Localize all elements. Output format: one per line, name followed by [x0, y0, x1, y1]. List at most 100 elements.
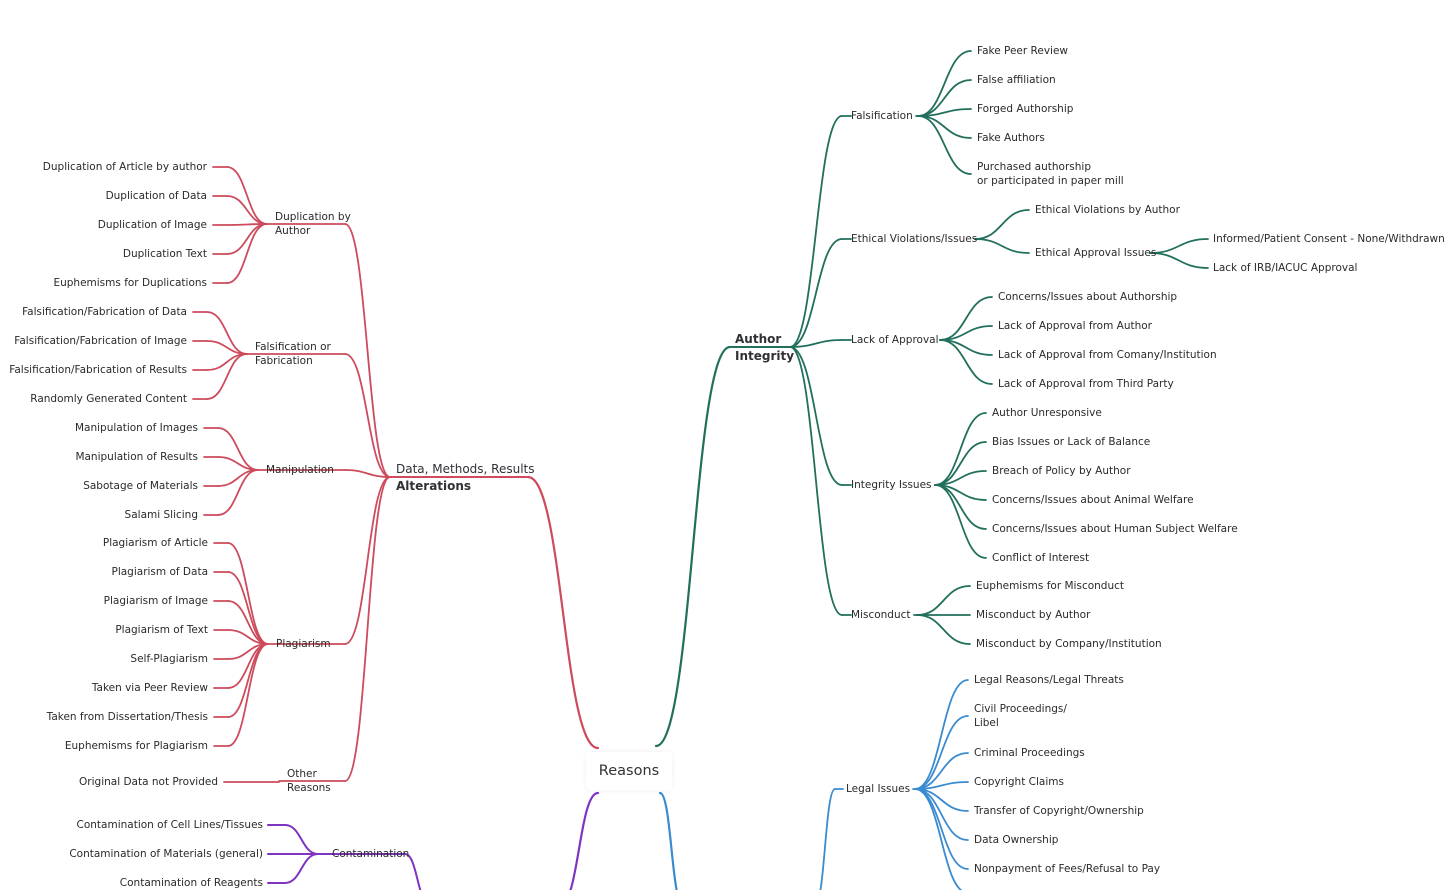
leaf-falsification-fabrication-of-results[interactable]: Falsification/Fabrication of Results	[9, 363, 187, 378]
leaf-taken-via-peer-review[interactable]: Taken via Peer Review	[92, 681, 208, 696]
link-contamination	[404, 853, 422, 890]
group-misconduct[interactable]: Misconduct	[851, 608, 911, 623]
group-contamination[interactable]: Contamination	[332, 847, 409, 862]
link-leaf	[914, 679, 969, 790]
leaf-transfer-of-copyright-ownership-line-1: Transfer of Copyright/Ownership	[974, 804, 1144, 817]
leaf-civil-proceedings-libel[interactable]: Civil Proceedings/Libel	[974, 702, 1067, 731]
leaf-euphemisms-for-misconduct-line-1: Euphemisms for Misconduct	[976, 579, 1125, 592]
leaf-lack-of-approval-from-author-line-1: Lack of Approval from Author	[998, 319, 1152, 332]
leaf-lack-of-approval-from-author[interactable]: Lack of Approval from Author	[998, 319, 1152, 334]
leaf-fake-peer-review[interactable]: Fake Peer Review	[977, 44, 1068, 59]
leaf-euphemisms-for-plagiarism[interactable]: Euphemisms for Plagiarism	[65, 739, 208, 754]
link-leaf	[284, 853, 319, 884]
leaf-fake-authors[interactable]: Fake Authors	[977, 131, 1045, 146]
leaf-contamination-of-reagents[interactable]: Contamination of Reagents	[120, 876, 263, 890]
leaf-duplication-of-data[interactable]: Duplication of Data	[106, 189, 207, 204]
link-leaf	[226, 223, 268, 284]
leaf-falsification-fabrication-of-image[interactable]: Falsification/Fabrication of Image	[14, 334, 187, 349]
leaf-plagiarism-of-text-line-1: Plagiarism of Text	[115, 623, 208, 636]
group-lack-of-approval-line-1: Lack of Approval	[851, 333, 939, 346]
leaf-ethical-approval-issues-line-1: Ethical Approval Issues	[1035, 246, 1157, 259]
root-node[interactable]: Reasons	[586, 752, 672, 790]
leaf-manipulation-of-results[interactable]: Manipulation of Results	[75, 450, 198, 465]
leaf-fake-authors-line-1: Fake Authors	[977, 131, 1045, 144]
leaf-salami-slicing[interactable]: Salami Slicing	[125, 508, 198, 523]
leaf-randomly-generated-content[interactable]: Randomly Generated Content	[30, 392, 187, 407]
group-lack-of-approval[interactable]: Lack of Approval	[851, 333, 939, 348]
link-author-integrity-group	[789, 115, 843, 348]
leaf-nonpayment-of-fees-refusal-to-pay[interactable]: Nonpayment of Fees/Refusal to Pay	[974, 862, 1160, 877]
leaf-conflict-of-interest[interactable]: Conflict of Interest	[992, 551, 1089, 566]
group-legal-issues[interactable]: Legal Issues	[846, 782, 910, 797]
leaf-euphemisms-for-duplications[interactable]: Euphemisms for Duplications	[53, 276, 207, 291]
group-falsification[interactable]: Falsification	[851, 109, 913, 124]
leaf-contamination-of-materials-general-line-1: Contamination of Materials (general)	[69, 847, 263, 860]
leaf-bias-issues-or-lack-of-balance[interactable]: Bias Issues or Lack of Balance	[992, 435, 1150, 450]
link-leaf	[914, 715, 969, 790]
leaf-lack-of-approval-from-comany-institution[interactable]: Lack of Approval from Comany/Institution	[998, 348, 1217, 363]
link-leaf	[226, 195, 268, 225]
leaf-lack-of-approval-from-third-party[interactable]: Lack of Approval from Third Party	[998, 377, 1174, 392]
leaf-concerns-issues-about-authorship[interactable]: Concerns/Issues about Authorship	[998, 290, 1177, 305]
leaf-legal-reasons-legal-threats[interactable]: Legal Reasons/Legal Threats	[974, 673, 1124, 688]
group-falsification-line-1: Falsification	[851, 109, 913, 122]
leaf-breach-of-policy-by-author[interactable]: Breach of Policy by Author	[992, 464, 1131, 479]
leaf-taken-from-dissertation-thesis[interactable]: Taken from Dissertation/Thesis	[47, 710, 208, 725]
leaf-data-ownership-line-1: Data Ownership	[974, 833, 1059, 846]
leaf-contamination-of-materials-general[interactable]: Contamination of Materials (general)	[69, 847, 263, 862]
leaf-euphemisms-for-misconduct[interactable]: Euphemisms for Misconduct	[976, 579, 1124, 594]
leaf-author-unresponsive[interactable]: Author Unresponsive	[992, 406, 1102, 421]
leaf-ethical-violations-by-author[interactable]: Ethical Violations by Author	[1035, 203, 1180, 218]
link-leaf	[974, 209, 1030, 240]
group-ethical-violations-issues[interactable]: Ethical Violations/Issues	[851, 232, 977, 247]
leaf-criminal-proceedings[interactable]: Criminal Proceedings	[974, 746, 1085, 761]
leaf-duplication-of-article-by-author[interactable]: Duplication of Article by author	[43, 160, 207, 175]
leaf-self-plagiarism[interactable]: Self-Plagiarism	[130, 652, 208, 667]
leaf-sabotage-of-materials[interactable]: Sabotage of Materials	[83, 479, 198, 494]
link-root-author-integrity	[654, 345, 732, 748]
leaf-concerns-issues-about-human-subject-welfare[interactable]: Concerns/Issues about Human Subject Welf…	[992, 522, 1238, 537]
leaf-concerns-issues-about-animal-welfare-line-1: Concerns/Issues about Animal Welfare	[992, 493, 1194, 506]
leaf-manipulation-of-images[interactable]: Manipulation of Images	[75, 421, 198, 436]
leaf-informed-patient-consent-none-withdrawn[interactable]: Informed/Patient Consent - None/Withdraw…	[1213, 232, 1445, 247]
leaf-falsification-fabrication-of-data[interactable]: Falsification/Fabrication of Data	[22, 305, 187, 320]
leaf-ethical-approval-issues[interactable]: Ethical Approval Issues	[1035, 246, 1156, 261]
leaf-plagiarism-of-data[interactable]: Plagiarism of Data	[112, 565, 209, 580]
link-leaf	[1149, 252, 1209, 269]
leaf-self-plagiarism-line-1: Self-Plagiarism	[130, 652, 208, 665]
leaf-original-data-not-provided[interactable]: Original Data not Provided	[79, 775, 218, 790]
leaf-duplication-of-image[interactable]: Duplication of Image	[98, 218, 207, 233]
leaf-duplication-of-article-by-author-line-1: Duplication of Article by author	[42, 160, 207, 173]
leaf-concerns-issues-about-authorship-line-1: Concerns/Issues about Authorship	[998, 290, 1178, 303]
leaf-copyright-claims[interactable]: Copyright Claims	[974, 775, 1064, 790]
leaf-misconduct-by-author[interactable]: Misconduct by Author	[976, 608, 1090, 623]
group-integrity-issues[interactable]: Integrity Issues	[851, 478, 932, 493]
leaf-forged-authorship[interactable]: Forged Authorship	[977, 102, 1073, 117]
link-legal	[819, 788, 836, 890]
leaf-false-affiliation[interactable]: False affiliation	[977, 73, 1056, 88]
leaf-purchased-authorship-or-participated-in-paper-mill-line-2: or participated in paper mill	[977, 175, 1124, 187]
leaf-copyright-claims-line-1: Copyright Claims	[974, 775, 1064, 788]
group-manipulation[interactable]: Manipulation	[266, 463, 334, 478]
leaf-plagiarism-of-article[interactable]: Plagiarism of Article	[103, 536, 208, 551]
leaf-data-ownership[interactable]: Data Ownership	[974, 833, 1058, 848]
leaf-conflict-of-interest-line-1: Conflict of Interest	[992, 551, 1090, 564]
leaf-plagiarism-of-text[interactable]: Plagiarism of Text	[115, 623, 208, 638]
group-plagiarism[interactable]: Plagiarism	[276, 637, 331, 652]
leaf-contamination-of-cell-lines-tissues[interactable]: Contamination of Cell Lines/Tissues	[77, 818, 264, 833]
leaf-lack-of-irb-iacuc-approval[interactable]: Lack of IRB/IACUC Approval	[1213, 261, 1357, 276]
leaf-concerns-issues-about-human-subject-welfare-line-1: Concerns/Issues about Human Subject Welf…	[992, 522, 1238, 535]
leaf-misconduct-by-company-institution[interactable]: Misconduct by Company/Institution	[976, 637, 1162, 652]
leaf-transfer-of-copyright-ownership[interactable]: Transfer of Copyright/Ownership	[974, 804, 1144, 819]
leaf-duplication-text[interactable]: Duplication Text	[123, 247, 207, 262]
leaf-concerns-issues-about-animal-welfare[interactable]: Concerns/Issues about Animal Welfare	[992, 493, 1194, 508]
leaf-fake-peer-review-line-1: Fake Peer Review	[977, 44, 1069, 57]
leaf-plagiarism-of-image[interactable]: Plagiarism of Image	[104, 594, 208, 609]
